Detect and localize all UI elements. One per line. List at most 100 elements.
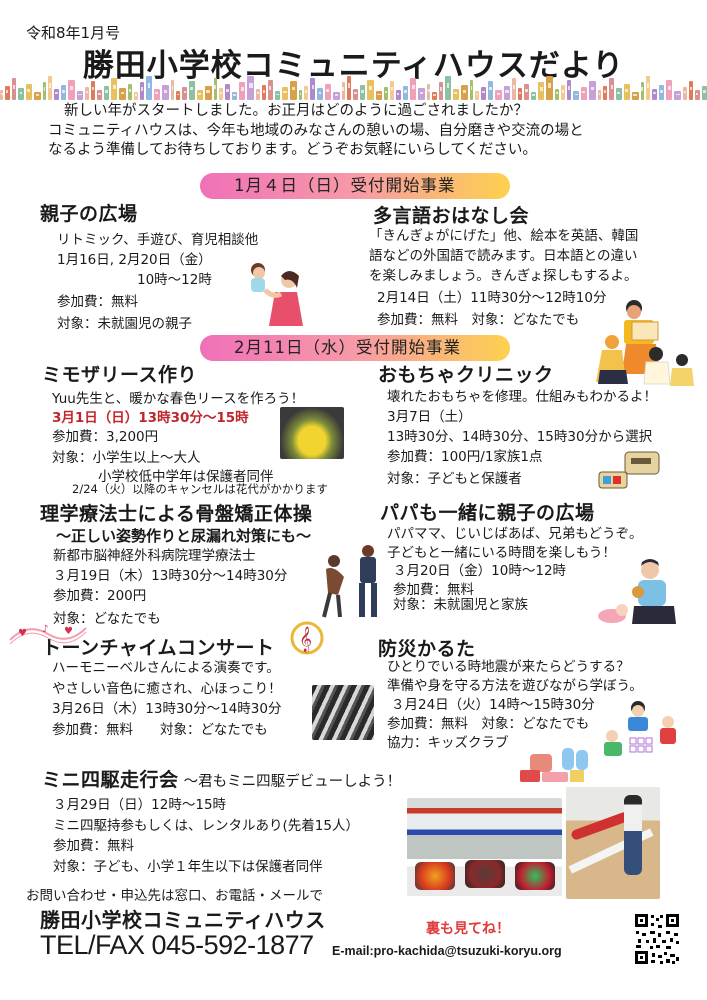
building-decoration: [54, 89, 59, 100]
building-decoration: [469, 80, 474, 100]
building-decoration: [213, 78, 217, 100]
event-toy-title: おもちゃクリニック: [378, 364, 554, 386]
building-decoration: [666, 80, 673, 100]
building-decoration: [645, 76, 651, 100]
building-decoration: [517, 88, 522, 100]
building-decoration: [395, 90, 401, 100]
building-decoration: [218, 88, 224, 100]
building-decoration: [90, 81, 95, 100]
building-decoration: [161, 85, 169, 100]
event-mini4wd-subtitle: ～君もミニ四駆デビューしよう！: [183, 774, 402, 790]
newsletter-title: 勝田小学校コミュニティハウスだより: [82, 48, 625, 84]
building-decoration: [317, 88, 323, 100]
issue-label: 令和8年1月号: [26, 24, 121, 42]
treble-clef-icon: 𝄞: [290, 621, 324, 655]
building-decoration: [359, 85, 366, 100]
building-decoration: [128, 84, 132, 100]
disaster-karuta-illustration: [520, 701, 676, 782]
building-decoration: [11, 78, 17, 100]
section-ribbon-feb11: 2月11日（水）受付開始事業: [200, 335, 510, 361]
event-mimosa-cancel-note: 2/24（火）以降のキャンセルは花代がかかります: [72, 482, 328, 496]
building-decoration: [503, 86, 511, 100]
event-mimosa-datetime: 3月1日（日）13時30分～15時: [52, 410, 249, 426]
event-pelvis-title: 理学療法士による骨盤矯正体操: [40, 503, 313, 525]
event-bousai-title: 防災かるた: [378, 638, 476, 660]
building-decoration: [225, 84, 230, 100]
building-decoration: [119, 88, 127, 100]
building-decoration: [25, 84, 32, 100]
contact-lead: お問い合わせ・申込先は窓口、お電話・メールで: [26, 888, 323, 904]
building-decoration: [538, 82, 545, 100]
building-decoration: [189, 81, 195, 100]
building-decoration: [290, 81, 297, 100]
building-decoration: [631, 92, 639, 100]
building-decoration: [353, 89, 358, 100]
music-notes-decoration: ♥ ♪ ♥: [9, 624, 87, 645]
building-decoration: [589, 81, 596, 100]
building-decoration: [688, 81, 693, 100]
building-decoration: [530, 92, 537, 100]
building-decoration: [566, 80, 572, 100]
building-decoration: [384, 87, 388, 100]
building-decoration: [658, 85, 665, 100]
svg-text:𝄞: 𝄞: [299, 626, 312, 652]
building-decoration: [460, 85, 468, 100]
building-decoration: [204, 86, 212, 100]
building-decoration: [298, 90, 303, 100]
building-decoration: [418, 88, 426, 100]
building-decoration: [281, 87, 289, 100]
event-pelvis-details: 新都市脳神経外科病院理学療法士 ３月19日（木）13時30分～14時30分 参加…: [53, 548, 288, 627]
qr-code-icon[interactable]: [634, 913, 680, 965]
contact-email[interactable]: E-mail:pro-kachida@tsuzuki-koryu.org: [332, 944, 562, 958]
father-baby-illustration: [598, 559, 676, 624]
building-decoration: [683, 87, 687, 100]
mother-baby-illustration: [251, 263, 303, 326]
mimosa-wreath-photo: [280, 407, 344, 459]
building-decoration: [231, 92, 238, 100]
building-decoration: [170, 80, 175, 100]
building-decoration: [603, 86, 608, 100]
building-decoration: [640, 82, 644, 100]
tonechime-photo: [312, 685, 374, 740]
event-pelvis-subtitle: ～正しい姿勢作りと尿漏れ対策にも～: [56, 527, 312, 545]
building-decoration: [481, 87, 487, 100]
building-decoration: [103, 86, 110, 100]
event-mini4wd-title: ミニ四駆走行会: [42, 769, 179, 791]
building-decoration: [68, 80, 75, 100]
building-decoration: [512, 78, 516, 100]
building-decoration: [0, 90, 4, 100]
building-decoration: [256, 89, 260, 100]
building-decoration: [267, 80, 273, 100]
building-decoration: [153, 89, 160, 100]
event-mini4wd-heading: ミニ四駆走行会 ～君もミニ四駆デビューしよう！: [42, 765, 401, 792]
svg-text:♥: ♥: [18, 628, 27, 639]
toy-robot-illustration: [598, 451, 660, 489]
building-decoration: [623, 84, 630, 100]
building-decoration: [488, 81, 494, 100]
building-decoration: [560, 85, 565, 100]
mini4wd-cars-photo: [407, 798, 562, 896]
event-oyako: 親子の広場: [40, 199, 138, 226]
building-decoration: [427, 84, 431, 100]
building-decoration: [332, 92, 340, 100]
building-decoration: [18, 88, 24, 100]
building-decoration: [438, 82, 444, 100]
building-decoration: [597, 90, 602, 100]
building-decoration: [652, 89, 657, 100]
building-decoration: [274, 91, 280, 100]
building-decoration: [432, 92, 437, 100]
building-decoration: [133, 92, 138, 100]
event-mimosa-title: ミモザリース作り: [42, 364, 198, 386]
skyline-decoration: [0, 76, 707, 100]
building-decoration: [546, 76, 554, 100]
building-decoration: [495, 90, 502, 100]
building-decoration: [341, 82, 346, 100]
event-tonechime-title: トーンチャイムコンサート: [42, 637, 275, 659]
building-decoration: [410, 78, 417, 100]
building-decoration: [247, 76, 255, 100]
building-decoration: [182, 87, 188, 100]
building-decoration: [48, 76, 53, 100]
building-decoration: [375, 91, 383, 100]
building-decoration: [139, 82, 145, 100]
building-decoration: [85, 87, 89, 100]
